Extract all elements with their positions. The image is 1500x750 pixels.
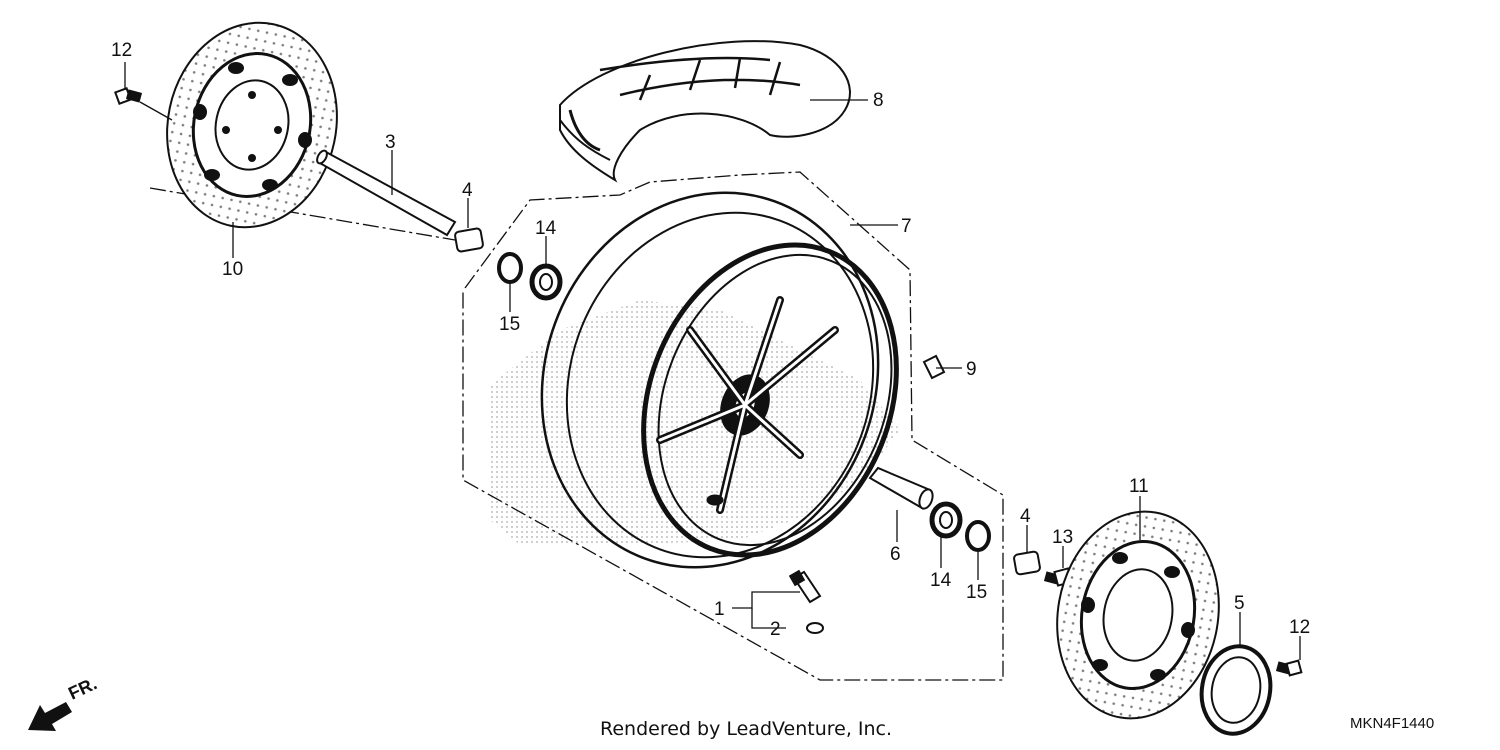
- callout-left-disc: 10: [222, 259, 243, 280]
- callout-bearing-left: 14: [535, 218, 557, 239]
- callout-tire: 8: [873, 90, 884, 111]
- callout-bearing-right: 14: [930, 570, 952, 591]
- callout-axle: 3: [385, 132, 396, 153]
- distance-collar: [868, 466, 934, 510]
- callout-right-disc: 11: [1129, 476, 1149, 497]
- diagram-code: MKN4F1440: [1350, 715, 1435, 732]
- bolt-left: [114, 87, 143, 105]
- valve-assy: [788, 569, 822, 604]
- callout-seal-left: 15: [499, 314, 520, 335]
- wheel: [540, 191, 899, 569]
- seal-left: [497, 252, 523, 284]
- callout-bolt-right: 12: [1289, 617, 1310, 638]
- callout-bolt-left: 12: [111, 40, 132, 61]
- bearing-left: [529, 263, 563, 301]
- callout-collar-left: 4: [462, 180, 473, 201]
- right-brake-disc: [1056, 510, 1220, 720]
- pulser-ring: [1199, 644, 1273, 736]
- seal-right: [965, 520, 991, 552]
- callout-balance-weight: 9: [966, 359, 977, 380]
- left-brake-disc: [166, 21, 338, 229]
- axle: [316, 149, 457, 237]
- callout-seal-right: 15: [966, 582, 987, 603]
- bolt-right: [1275, 659, 1303, 677]
- rendered-by-credit: Rendered by LeadVenture, Inc.: [600, 718, 893, 740]
- callout-wheel: 7: [901, 216, 912, 237]
- callout-bolt-13: 13: [1052, 527, 1073, 548]
- callout-collar-right: 4: [1020, 506, 1031, 527]
- o-ring: [806, 622, 824, 634]
- leader-lines: [124, 62, 1301, 660]
- callout-pulser-ring: 5: [1234, 593, 1245, 614]
- front-direction-label: FR.: [65, 673, 100, 703]
- tire: [559, 40, 851, 183]
- callout-valve: 1: [714, 599, 725, 620]
- assembly-boundary: [149, 171, 1004, 681]
- callout-o-ring: 2: [770, 619, 781, 640]
- front-direction-arrow: FR.: [28, 673, 100, 731]
- callout-distance-collar: 6: [890, 544, 901, 565]
- collar-left: [454, 227, 484, 253]
- collar-right: [1013, 550, 1041, 576]
- bearing-right: [929, 501, 963, 539]
- balance-weight: [922, 354, 946, 380]
- callout-numbers: 12 3 4 14 15 10 8 7 9 6 14 15 4 13 11 5 …: [111, 40, 1310, 640]
